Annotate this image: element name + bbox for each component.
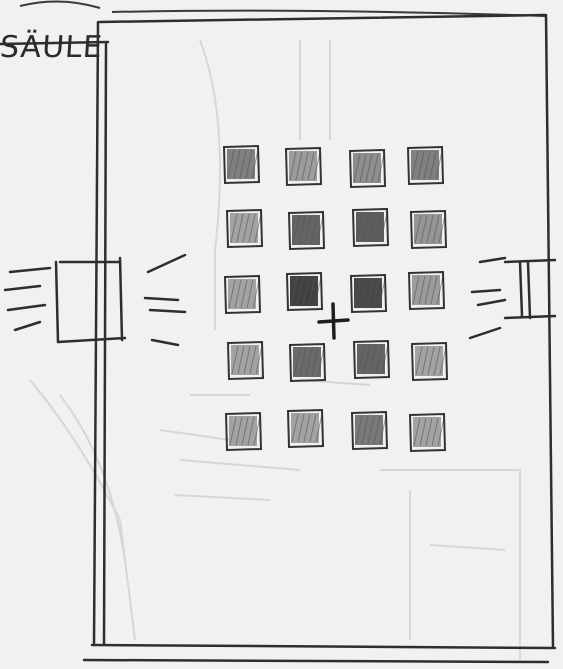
top-edge-lines: [20, 1, 545, 16]
grid-square: [353, 209, 388, 246]
right-side-bracket: [470, 258, 555, 338]
grid-square: [224, 146, 259, 183]
grid-square: [286, 148, 321, 185]
grid-square: [226, 413, 261, 450]
grid-square: [289, 212, 324, 249]
grid-square: [412, 343, 447, 380]
grid-square: [409, 272, 444, 309]
column-label: SÄULE: [0, 30, 104, 65]
grid-square: [228, 342, 263, 379]
grid-square: [351, 275, 386, 312]
shaded-square-grid: [224, 146, 447, 451]
grid-square: [287, 273, 322, 310]
grid-square: [411, 211, 446, 248]
main-panel-outline: [84, 15, 555, 662]
grid-square: [352, 412, 387, 449]
left-column-outline: [0, 42, 108, 645]
grid-square: [350, 150, 385, 187]
grid-square: [225, 276, 260, 313]
grid-square: [354, 341, 389, 378]
grid-square: [290, 344, 325, 381]
grid-square: [408, 147, 443, 184]
grid-square: [410, 414, 445, 451]
grid-square: [288, 410, 323, 447]
grid-square: [227, 210, 262, 247]
center-cross-marker: [319, 304, 348, 338]
